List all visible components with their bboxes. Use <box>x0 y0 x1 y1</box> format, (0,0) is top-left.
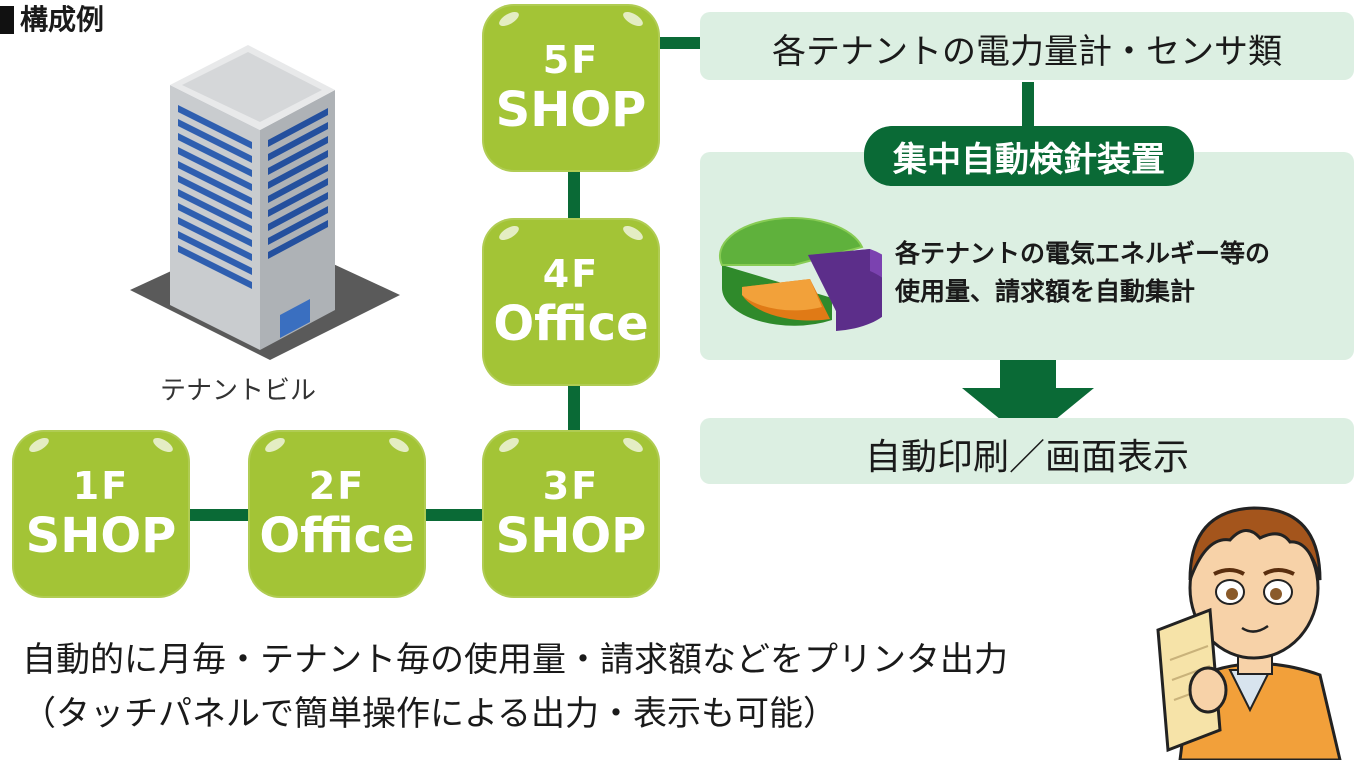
man-with-document-illustration <box>1156 506 1342 760</box>
meters-label: 各テナントの電力量計・センサ類 <box>772 32 1282 72</box>
building-label: テナントビル <box>160 376 317 406</box>
system-badge: 集中自動検針装置 <box>864 126 1194 186</box>
floor-2f-level: 2F <box>308 464 366 508</box>
down-arrow-icon <box>962 360 1094 442</box>
connector-1f-2f <box>190 509 252 521</box>
connector-5f-meters <box>660 37 706 49</box>
connector-4f-3f <box>568 385 580 435</box>
caption-line-2: （タッチパネルで簡単操作による出力・表示も可能） <box>22 694 837 734</box>
connector-meters-system <box>1022 82 1034 128</box>
floor-1f-level: 1F <box>72 464 130 508</box>
floor-2f-type: Office <box>259 508 415 564</box>
floor-1f-type: SHOP <box>25 508 177 564</box>
aggregation-description: 各テナントの電気エネルギー等の 使用量、請求額を自動集計 <box>895 235 1270 311</box>
output-panel <box>700 418 1354 484</box>
connector-2f-3f <box>425 509 487 521</box>
diagram-heading: 構成例 <box>0 0 104 40</box>
building-illustration <box>130 45 400 360</box>
heading-square-icon <box>0 6 14 34</box>
connector-5f-4f <box>568 170 580 222</box>
pie-chart-icon <box>719 217 882 331</box>
output-label: 自動印刷／画面表示 <box>864 437 1189 478</box>
floor-4f-type: Office <box>493 296 649 352</box>
floor-5f-box: 5F SHOP <box>482 4 660 172</box>
caption-line-1: 自動的に月毎・テナント毎の使用量・請求額などをプリンタ出力 <box>22 640 1008 680</box>
floor-4f-box: 4F Office <box>482 218 660 386</box>
floor-3f-level: 3F <box>542 464 600 508</box>
heading-text: 構成例 <box>20 3 105 36</box>
floor-2f-box: 2F Office <box>248 430 426 598</box>
aggregation-line-2: 使用量、請求額を自動集計 <box>895 277 1196 306</box>
floor-5f-type: SHOP <box>495 82 647 138</box>
floor-5f-level: 5F <box>542 38 600 82</box>
meters-panel <box>700 12 1354 80</box>
floor-3f-box: 3F SHOP <box>482 430 660 598</box>
floor-1f-box: 1F SHOP <box>12 430 190 598</box>
aggregation-line-1: 各テナントの電気エネルギー等の <box>895 239 1271 268</box>
floor-4f-level: 4F <box>542 252 600 296</box>
floor-3f-type: SHOP <box>495 508 647 564</box>
